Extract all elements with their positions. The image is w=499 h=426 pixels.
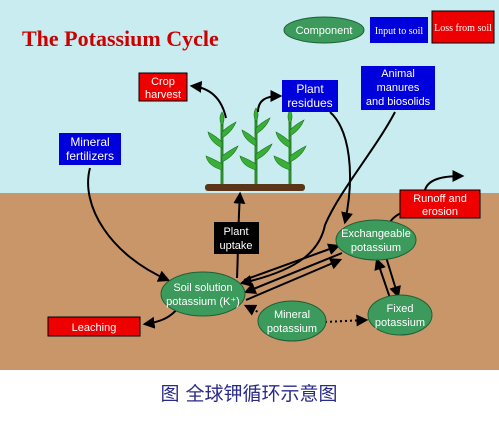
soil-solution-label-1: Soil solution (173, 282, 232, 294)
plant-uptake-label-1: Plant (223, 226, 248, 238)
crop-harvest-label-2: harvest (145, 89, 181, 101)
mineral-fertilizers-node: Mineral fertilizers (59, 133, 121, 165)
animal-manures-node: Animal manures and biosolids (361, 66, 435, 110)
fixed-label-1: Fixed (387, 303, 414, 315)
plant-residues-node: Plant residues (282, 80, 338, 112)
crop-harvest-label-1: Crop (151, 76, 175, 88)
leaching-node: Leaching (47, 316, 141, 337)
arrow-to-plant-residues (257, 90, 283, 113)
leaching-label: Leaching (72, 322, 117, 334)
arrow-soil-solution-to-exchangeable-a (243, 243, 341, 281)
soil-solution-potassium-node: Soil solution potassium (K⁺) (160, 271, 246, 317)
legend: Component Input to soil Loss from soil (283, 10, 495, 44)
mineral-potassium-node: Mineral potassium (257, 300, 327, 342)
animal-manures-label-2: manures (377, 82, 420, 94)
exchangeable-label-2: potassium (351, 242, 401, 254)
arrow-exchangeable-to-fixed (385, 256, 401, 299)
plant-residues-label-2: residues (287, 96, 332, 110)
mineral-fertilizers-label-2: fertilizers (66, 149, 114, 163)
exchangeable-potassium-node: Exchangeable potassium (335, 219, 417, 261)
runoff-erosion-node: Runoff and erosion (399, 189, 481, 219)
legend-loss-label: Loss from soil (434, 23, 492, 34)
arrow-manures-to-exchangeable (239, 111, 396, 287)
animal-manures-label-1: Animal (381, 68, 415, 80)
plant-residues-label-1: Plant (296, 82, 324, 96)
caption-background (0, 370, 499, 426)
plant-uptake-node: Plant uptake (214, 222, 259, 254)
runoff-label-1: Runoff and (413, 193, 467, 205)
runoff-label-2: erosion (422, 206, 458, 218)
fixed-label-2: potassium (375, 317, 425, 329)
figure-caption: 图 全球钾循环示意图 (160, 383, 337, 405)
soil-solution-label-2: potassium (K⁺) (166, 296, 240, 308)
legend-input-swatch (370, 17, 428, 43)
arrow-mineral-to-fixed (324, 314, 369, 327)
corn-plants-illustration (205, 107, 307, 191)
legend-input-label: Input to soil (375, 26, 424, 37)
plant-bed (205, 184, 305, 191)
arrow-residues-to-exchangeable (329, 111, 353, 225)
legend-loss-swatch (431, 10, 495, 44)
arrow-to-crop-harvest (189, 80, 227, 119)
arrow-exchangeable-to-soil-solution (243, 252, 343, 294)
crop-harvest-node: Crop harvest (138, 72, 188, 102)
mineral-fertilizers-label-1: Mineral (70, 135, 109, 149)
animal-manures-label-3: and biosolids (366, 96, 431, 108)
arrow-fixed-to-exchangeable (374, 257, 391, 299)
legend-component-label: Component (296, 25, 353, 37)
mineral-potassium-label-1: Mineral (274, 309, 310, 321)
diagram-title: The Potassium Cycle (22, 26, 219, 51)
exchangeable-label-1: Exchangeable (341, 228, 411, 240)
legend-component-swatch (283, 16, 365, 44)
fixed-potassium-node: Fixed potassium (367, 294, 433, 336)
mineral-potassium-label-2: potassium (267, 323, 317, 335)
arrow-fertilizers-to-soil-solution (87, 167, 171, 282)
plant-uptake-label-2: uptake (219, 240, 252, 252)
arrow-to-runoff (424, 170, 465, 191)
arrow-soil-solution-to-exchangeable-b (245, 258, 343, 301)
flow-arrows (87, 80, 465, 329)
